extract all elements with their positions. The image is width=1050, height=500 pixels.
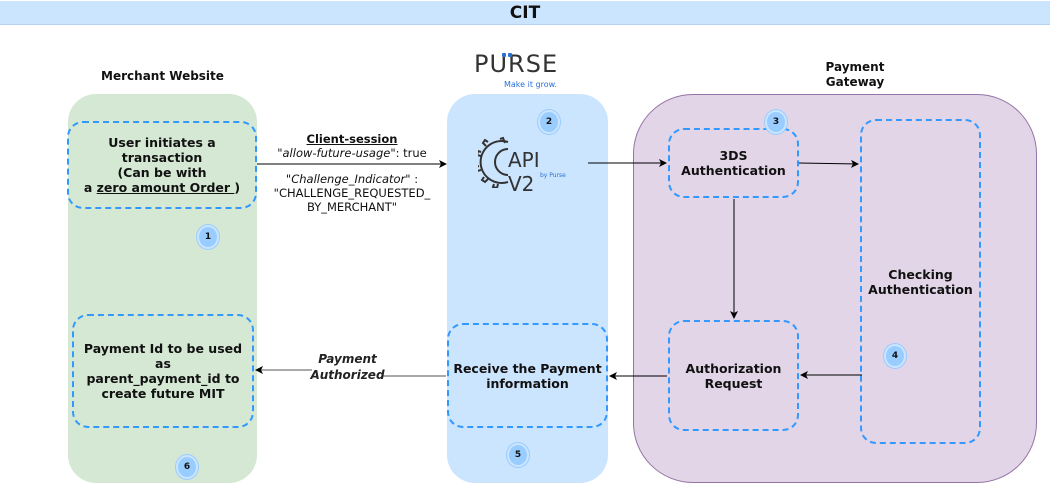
challenge-indicator-value-line1: "CHALLENGE_REQUESTED_ bbox=[273, 186, 431, 200]
quote: " bbox=[285, 172, 292, 186]
challenge-indicator-key: Challenge_Indicator bbox=[291, 172, 406, 186]
gear-icon bbox=[474, 136, 509, 190]
box-text-line: Authentication bbox=[868, 281, 973, 297]
3ds-authentication-box[interactable]: 3DS Authentication bbox=[668, 128, 799, 198]
diagram-title: CIT bbox=[0, 1, 1050, 25]
box-text-line: Authorization bbox=[685, 360, 782, 376]
api-v2-logo: API V2 by Purse bbox=[474, 136, 568, 196]
box-text-line: information bbox=[486, 375, 569, 391]
box-text-line: create future MIT bbox=[101, 386, 225, 401]
step-badge-4: 4 bbox=[886, 346, 904, 366]
allow-future-usage-line: "allow-future-usage": true bbox=[262, 146, 442, 160]
step-badge-6: 6 bbox=[178, 457, 196, 477]
client-session-title: Client-session bbox=[306, 132, 398, 146]
logo-dot-icon bbox=[508, 53, 512, 57]
gateway-lane bbox=[633, 94, 1037, 483]
zero-amount-order-text: zero amount Order bbox=[96, 180, 235, 195]
client-session-label-top: Client-session "allow-future-usage": tru… bbox=[262, 132, 442, 160]
challenge-indicator-key-line: "Challenge_Indicator" : bbox=[262, 172, 442, 186]
merchant-lane bbox=[68, 94, 257, 483]
box-text-line: Payment Id to be used as bbox=[83, 341, 243, 371]
box-text-line: Receive the Payment bbox=[453, 360, 602, 376]
allow-future-usage-key: "allow-future-usage" bbox=[277, 146, 396, 160]
box-text-line: (Can be with bbox=[117, 165, 207, 180]
box-text-line: Request bbox=[704, 375, 763, 391]
user-initiates-transaction-box[interactable]: User initiates a transaction (Can be wit… bbox=[67, 121, 257, 209]
purse-tagline: Make it grow. bbox=[504, 80, 557, 89]
payment-authorized-label: Payment Authorized bbox=[305, 351, 390, 383]
gateway-label-line1: Payment bbox=[825, 60, 885, 74]
payment-id-box[interactable]: Payment Id to be used as parent_payment_… bbox=[72, 314, 254, 428]
box-text-line: a zero amount Order ) bbox=[69, 180, 255, 195]
box-text-line: 3DS bbox=[719, 148, 748, 163]
api-v2-sub: by Purse bbox=[540, 172, 566, 179]
text-prefix: a bbox=[83, 180, 97, 195]
payment-authorized-line2: Authorized bbox=[310, 368, 385, 382]
api-v2-label: API V2 bbox=[508, 148, 540, 196]
quote: " : bbox=[405, 172, 419, 186]
step-badge-1: 1 bbox=[199, 227, 217, 247]
gateway-lane-label: Payment Gateway bbox=[800, 60, 910, 90]
step-badge-2: 2 bbox=[540, 112, 558, 132]
box-text-line: User initiates a transaction bbox=[108, 135, 216, 165]
box-text-line: Checking bbox=[888, 266, 953, 282]
text-suffix: ) bbox=[234, 180, 241, 195]
payment-authorized-line1: Payment bbox=[318, 352, 377, 366]
authorization-request-box[interactable]: Authorization Request bbox=[668, 320, 799, 431]
box-text-line: Authentication bbox=[681, 163, 786, 178]
purse-lane bbox=[447, 94, 608, 483]
merchant-lane-label: Merchant Website bbox=[101, 69, 224, 83]
challenge-indicator-label: "Challenge_Indicator" : "CHALLENGE_REQUE… bbox=[262, 172, 442, 214]
step-badge-5: 5 bbox=[509, 445, 527, 465]
purse-logo-text: PURSE bbox=[474, 50, 559, 78]
allow-future-usage-value: : true bbox=[395, 146, 427, 160]
logo-dot-icon bbox=[502, 53, 506, 57]
receive-payment-box[interactable]: Receive the Payment information bbox=[447, 323, 608, 428]
purse-logo: PURSE Make it grow. bbox=[474, 50, 564, 90]
step-badge-3: 3 bbox=[767, 112, 785, 132]
edge-3ds-to-checking bbox=[798, 159, 859, 168]
challenge-indicator-value-line2: BY_MERCHANT" bbox=[306, 200, 398, 214]
box-text-line: parent_payment_id to bbox=[86, 371, 240, 386]
checking-authentication-box[interactable]: Checking Authentication bbox=[860, 119, 981, 444]
gateway-label-line2: Gateway bbox=[825, 75, 885, 89]
